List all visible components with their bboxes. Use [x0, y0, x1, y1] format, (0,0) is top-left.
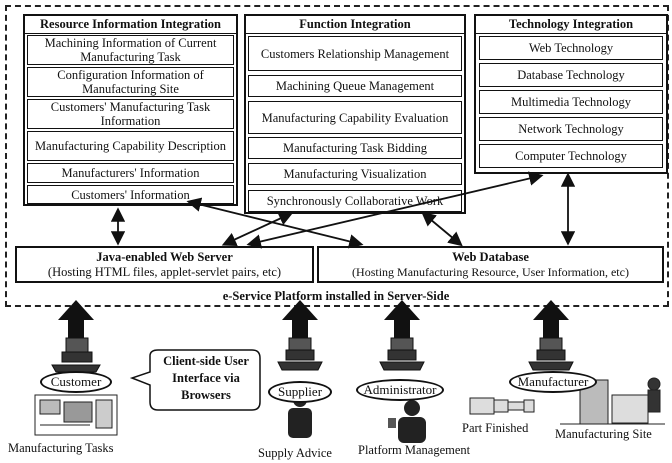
computer-icon-customer [51, 337, 101, 373]
tech-item-web: Web Technology [479, 36, 663, 60]
platform-label: e-Service Platform installed in Server-S… [222, 289, 450, 303]
function-item-crm: Customers Relationship Management [248, 36, 462, 71]
resource-item-configuration: Configuration Information of Manufacturi… [27, 67, 234, 97]
manufacturing-tasks-icon [34, 394, 118, 436]
caption-part-finished: Part Finished [462, 421, 529, 435]
caption-manufacturing-site: Manufacturing Site [555, 427, 652, 441]
tech-item-computer: Computer Technology [479, 144, 663, 168]
upload-arrow-supplier [282, 300, 318, 352]
resource-item-capability: Manufacturing Capability Description [27, 131, 234, 161]
web-database-box: Web Database (Hosting Manufacturing Reso… [317, 246, 664, 283]
web-server-subtitle: (Hosting HTML files, applet-servlet pair… [47, 265, 282, 279]
resource-integration-title: Resource Information Integration [25, 16, 236, 34]
caption-manufacturing-tasks: Manufacturing Tasks [8, 441, 114, 455]
upload-arrow-manufacturer [533, 300, 569, 352]
client-callout-text: Client-side User Interface via Browsers [163, 354, 249, 402]
resource-item-customers: Customers' Information [27, 185, 234, 204]
manufacturing-site-icon [560, 377, 665, 425]
client-callout-bubble [129, 349, 261, 411]
computer-icon-supplier [277, 337, 323, 371]
caption-platform-management: Platform Management [358, 443, 471, 457]
supplier-ellipse: Supplier [268, 381, 332, 403]
technology-integration-title: Technology Integration [476, 16, 666, 34]
computer-icon-admin [379, 337, 425, 371]
administrator-person-icon [388, 400, 426, 443]
web-database-title: Web Database [452, 250, 529, 264]
tech-item-database: Database Technology [479, 63, 663, 87]
arrow-function-database [421, 211, 463, 247]
function-item-queue: Machining Queue Management [248, 75, 462, 97]
function-item-bidding: Manufacturing Task Bidding [248, 137, 462, 159]
resource-item-customer-tasks: Customers' Manufacturing Task Informatio… [27, 99, 234, 129]
function-item-capability: Manufacturing Capability Evaluation [248, 101, 462, 134]
resource-item-manufacturers: Manufacturers' Information [27, 163, 234, 183]
tech-item-multimedia: Multimedia Technology [479, 90, 663, 114]
web-database-subtitle: (Hosting Manufacturing Resource, User In… [352, 265, 629, 279]
arrow-tech-server [246, 171, 544, 249]
customer-ellipse: Customer [40, 371, 112, 393]
upload-arrow-admin [384, 300, 420, 352]
administrator-ellipse: Administrator [356, 379, 444, 401]
manufacturer-ellipse: Manufacturer [509, 371, 597, 393]
web-server-title: Java-enabled Web Server [96, 250, 233, 264]
computer-icon-manufacturer [528, 337, 574, 371]
tech-item-network: Network Technology [479, 117, 663, 141]
part-finished-icon [469, 397, 535, 415]
upload-arrow-customer [58, 300, 94, 348]
resource-item-machining: Machining Information of Current Manufac… [27, 35, 234, 65]
platform-boundary [5, 5, 669, 307]
caption-supply-advice: Supply Advice [258, 446, 332, 460]
function-integration-title: Function Integration [246, 16, 464, 34]
web-server-box: Java-enabled Web Server (Hosting HTML fi… [15, 246, 314, 283]
